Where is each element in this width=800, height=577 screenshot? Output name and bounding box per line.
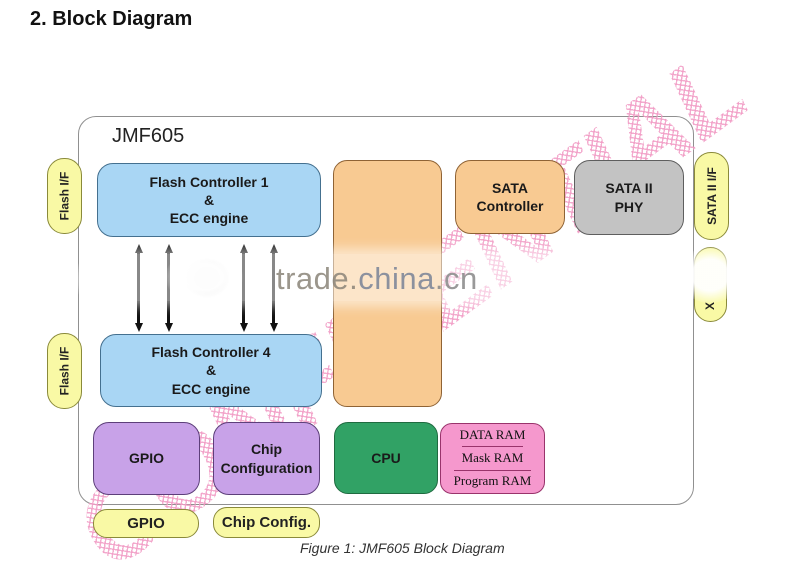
block-label: Flash Controller 4 [151, 344, 271, 361]
tab-label: GPIO [127, 515, 165, 532]
flash-controller-1-block: Flash Controller 1 & ECC engine [97, 163, 321, 237]
block-label: Controller [476, 198, 544, 214]
sata-controller-block: SATA Controller [455, 160, 565, 234]
block-label: SATA II [605, 180, 653, 197]
program-ram-row: Program RAM [453, 469, 532, 493]
block-label: GPIO [128, 450, 164, 467]
x-interface-tab: X [694, 247, 727, 322]
tab-label: Flash I/F [57, 171, 72, 221]
flash-if-tab-bottom: Flash I/F [47, 333, 82, 409]
figure-caption: Figure 1: JMF605 Block Diagram [300, 540, 505, 556]
flash-bus-arrow [134, 244, 143, 332]
block-label: Flash Controller 1 [149, 173, 269, 190]
internal-bus-block [333, 160, 442, 407]
mask-ram-row: Mask RAM [461, 446, 524, 469]
sata-ii-if-tab: SATA II I/F [694, 152, 729, 240]
block-label: SATA [491, 179, 529, 196]
tab-label: X [703, 301, 718, 311]
sata-phy-block: SATA II PHY [574, 160, 684, 235]
chip-configuration-block: Chip Configuration [213, 422, 320, 495]
block-label: ECC engine [169, 210, 249, 227]
tab-label: Chip Config. [221, 514, 312, 531]
blur-patch [28, 253, 84, 305]
flash-bus-arrow [269, 244, 278, 332]
block-label: & [205, 362, 217, 379]
block-label: ECC engine [171, 380, 251, 397]
ram-stack-block: DATA RAM Mask RAM Program RAM [440, 423, 545, 494]
flash-controller-4-block: Flash Controller 4 & ECC engine [100, 334, 322, 407]
flash-bus-arrow [164, 244, 173, 332]
gpio-block: GPIO [93, 422, 200, 495]
block-label: Configuration [220, 459, 313, 476]
tab-label: Flash I/F [57, 346, 72, 396]
tab-label: SATA II I/F [704, 167, 719, 225]
chip-name-label: JMF605 [112, 125, 185, 147]
flash-if-tab-top: Flash I/F [47, 158, 82, 234]
block-label: PHY [614, 198, 644, 215]
section-title: 2. Block Diagram [30, 8, 193, 30]
block-label: CPU [371, 449, 401, 466]
block-label: & [203, 191, 215, 208]
cpu-block: CPU [334, 422, 438, 494]
data-ram-row: DATA RAM [459, 426, 526, 442]
block-label: Chip [250, 441, 283, 458]
flash-bus-arrow [239, 244, 248, 332]
gpio-if-tab: GPIO [93, 509, 199, 538]
chip-config-if-tab: Chip Config. [213, 507, 320, 538]
